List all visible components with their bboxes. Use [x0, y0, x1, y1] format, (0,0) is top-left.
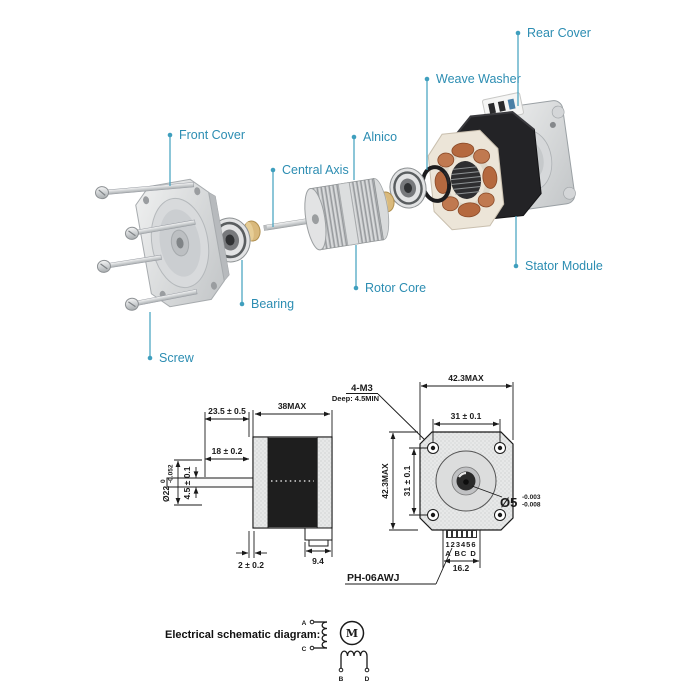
side-flange-rear: [317, 437, 332, 528]
dim-hole-spacing-v: 31 ± 0.1: [402, 465, 412, 496]
coil-ac: A C: [302, 619, 328, 653]
weave-washer-label: Weave Washer: [436, 72, 521, 86]
stator-module-label: Stator Module: [525, 259, 603, 273]
screw-label: Screw: [159, 351, 195, 365]
dim-boss-depth: 2 ± 0.2: [238, 560, 264, 570]
dim-connector-width: 16.2: [453, 563, 470, 573]
terminal-a: A: [302, 620, 307, 627]
label-alnico: Alnico: [351, 130, 397, 180]
terminal-c: C: [302, 646, 307, 653]
connector-label: PH-06AWJ: [347, 572, 400, 584]
leader-dot: [351, 134, 357, 140]
face-mount-holes: [427, 442, 506, 521]
dim-shaft-dia: 4.5 ± 0.1: [182, 466, 192, 499]
side-flange-front: [253, 437, 268, 528]
schematic-caption: Electrical schematic diagram:: [165, 629, 320, 641]
dim-shaft-length: 18 ± 0.2: [212, 446, 243, 456]
label-weave-washer: Weave Washer: [424, 72, 521, 170]
thread-note-line2: Deep: 4.5MIN: [332, 394, 379, 403]
bearing-rear-part: [389, 167, 427, 209]
boss-tol-lower: -0.052: [168, 464, 175, 483]
side-connector-tab: [308, 539, 329, 547]
dim-boss-dia: Ø22: [161, 486, 171, 502]
rotor-core-part: [304, 178, 390, 251]
pin-letters: A BC D: [445, 549, 477, 558]
stator-windings-part: [427, 129, 505, 231]
boss-tol-upper: 0: [160, 479, 167, 483]
terminal-b: B: [339, 676, 344, 683]
thread-note-line1: 4-M3: [351, 383, 373, 394]
side-shaft: [166, 477, 254, 488]
side-connector: [304, 527, 333, 541]
dim-connector-offset: 9.4: [312, 556, 324, 566]
leader-dot: [239, 301, 245, 307]
side-stator-black: [268, 437, 318, 528]
label-rear-cover: Rear Cover: [515, 26, 591, 106]
dim-shaft-dia-face: Ø5: [500, 495, 517, 510]
leader-dot: [515, 30, 521, 36]
motor-symbol: M: [339, 620, 365, 646]
front-cover-part: [135, 178, 230, 308]
front-cover-label: Front Cover: [179, 128, 245, 142]
label-central-axis: Central Axis: [270, 163, 349, 227]
label-bearing: Bearing: [239, 260, 294, 311]
leader-dot: [353, 285, 359, 291]
rotor-core-label: Rotor Core: [365, 281, 426, 295]
dim-body-length: 38MAX: [278, 401, 307, 411]
leader-dot: [513, 263, 519, 269]
screws-part: [94, 182, 198, 311]
label-rotor-core: Rotor Core: [353, 245, 426, 295]
label-stator-module: Stator Module: [513, 216, 603, 273]
coil-bd: B D: [339, 650, 370, 683]
dim-face-width: 42.3MAX: [448, 373, 484, 383]
exploded-view: [94, 92, 576, 311]
leader-dot: [270, 167, 276, 173]
shaft-tol-lower: -0.008: [522, 502, 541, 509]
alnico-label: Alnico: [363, 130, 397, 144]
electrical-schematic: Electrical schematic diagram: A C M B D: [165, 619, 370, 683]
dim-face-height: 42.3MAX: [380, 463, 390, 499]
thread-note: 4-M3 Deep: 4.5MIN: [332, 383, 431, 446]
part-labels: Rear Cover Weave Washer Front Cover Cent…: [147, 26, 603, 365]
dim-hole-spacing-h: 31 ± 0.1: [451, 411, 482, 421]
face-view-drawing: 42.3MAX 31 ± 0.1 42.3MAX 31 ± 0.1 Ø5 -0.…: [345, 373, 541, 585]
leader-dot: [147, 355, 153, 361]
shaft-tol-upper: -0.003: [522, 494, 541, 501]
pin-numbers: 123456: [445, 540, 476, 549]
leader-dot: [167, 132, 173, 138]
side-view-drawing: 23.5 ± 0.5 38MAX 18 ± 0.2 4.5 ± 0.1 Ø22 …: [160, 401, 333, 570]
terminal-d: D: [365, 676, 370, 683]
bearing-label: Bearing: [251, 297, 294, 311]
label-front-cover: Front Cover: [167, 128, 245, 186]
rear-cover-label: Rear Cover: [527, 26, 591, 40]
leader-dot: [424, 76, 430, 82]
motor-symbol-letter: M: [346, 627, 358, 640]
label-screw: Screw: [147, 312, 195, 365]
face-connector: [446, 530, 477, 538]
central-axis-label: Central Axis: [282, 163, 349, 177]
boss-dia-group: Ø22 0 -0.052: [160, 464, 175, 502]
dim-shaft-to-body: 23.5 ± 0.5: [208, 406, 246, 416]
